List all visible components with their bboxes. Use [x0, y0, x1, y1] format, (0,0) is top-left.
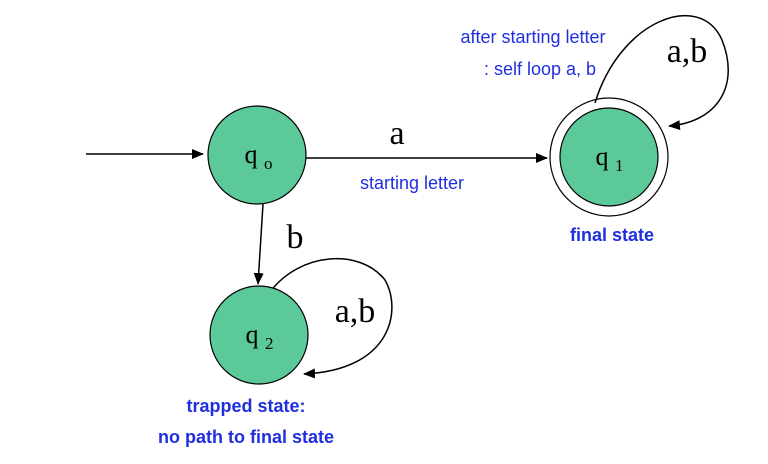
state-q0-letter: q: [245, 140, 258, 169]
q1-self-loop: [594, 14, 729, 131]
q1-loop-label: a,b: [667, 33, 708, 70]
annotation-self-loop-line2: : self loop a, b: [484, 59, 596, 79]
edge-q0-q1-label: a: [389, 115, 404, 152]
annotation-final-state: final state: [570, 225, 654, 245]
state-q1-subscript: 1: [615, 156, 624, 175]
state-q1: q 1: [549, 97, 669, 217]
state-q2-subscript: 2: [265, 334, 274, 353]
q2-self-loop: [269, 257, 393, 379]
state-q0: q o: [207, 105, 307, 205]
final-ring: [549, 97, 669, 217]
annotation-trapped-line1: trapped state:: [186, 396, 305, 416]
state-q2-letter: q: [246, 320, 259, 349]
annotation-trapped-line2: no path to final state: [158, 427, 334, 447]
annotation-starting-letter: starting letter: [360, 173, 464, 193]
state-q0-subscript: o: [264, 154, 273, 173]
edge-q0-q2: [253, 203, 264, 285]
state-q2: q 2: [209, 285, 309, 385]
edge-q0-q2-label: b: [287, 219, 304, 256]
q2-loop-label: a,b: [335, 293, 376, 330]
state-q1-letter: q: [596, 142, 609, 171]
annotation-self-loop-line1: after starting letter: [460, 27, 605, 47]
